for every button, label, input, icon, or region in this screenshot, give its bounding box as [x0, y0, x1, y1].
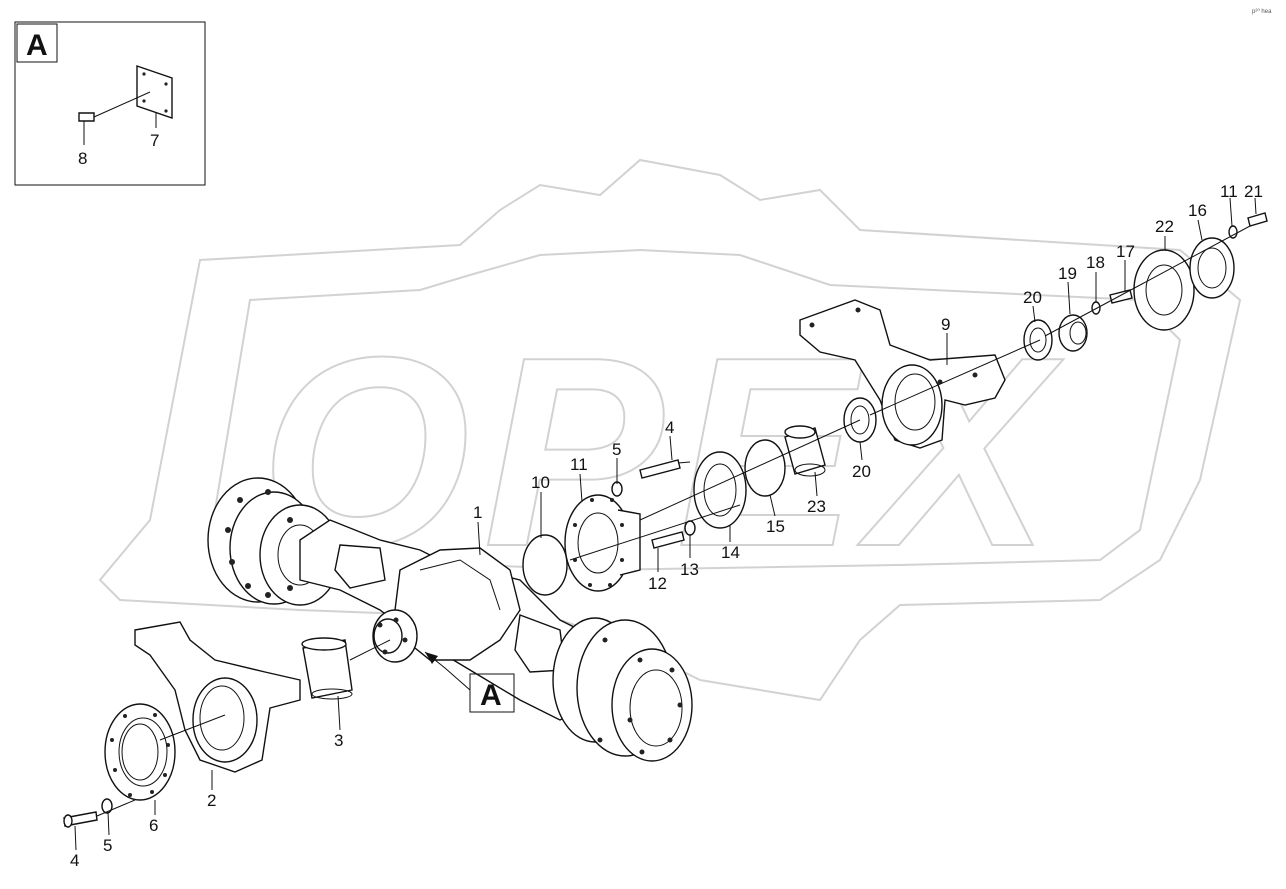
bolt-21 — [1228, 212, 1268, 239]
flange-11 — [564, 494, 641, 592]
corner-code: p²⁰ hea — [1252, 8, 1272, 15]
seal-16 — [1189, 237, 1235, 299]
callout-a: A — [424, 651, 515, 713]
bolt-4-right — [611, 459, 681, 497]
o-ring-10 — [522, 534, 568, 596]
label-15: 15 — [766, 517, 785, 536]
seal-ring-6 — [104, 703, 176, 801]
label-11-middle: 11 — [570, 455, 588, 474]
label-21: 21 — [1244, 182, 1263, 201]
label-12: 12 — [648, 574, 667, 593]
label-4-right: 4 — [665, 418, 674, 437]
label-1: 1 — [473, 503, 482, 522]
label-2: 2 — [207, 791, 216, 810]
label-9: 9 — [941, 315, 950, 334]
label-13: 13 — [680, 560, 699, 579]
bolt-12 — [651, 520, 696, 549]
label-14: 14 — [721, 543, 740, 562]
label-4-left: 4 — [70, 851, 79, 870]
label-11-right: 11 — [1220, 182, 1238, 201]
axle-housing — [299, 519, 601, 721]
bracket-plate — [136, 65, 173, 119]
label-5-left: 5 — [103, 836, 112, 855]
bolt-17 — [1091, 289, 1133, 315]
label-6: 6 — [149, 816, 158, 835]
shim-20-right — [1023, 319, 1053, 361]
label-5-right: 5 — [612, 440, 621, 459]
label-19: 19 — [1058, 264, 1077, 283]
label-16: 16 — [1188, 201, 1207, 220]
left-bracket — [134, 621, 301, 773]
plate-22 — [1133, 249, 1195, 331]
label-17: 17 — [1116, 242, 1135, 261]
bushing-3 — [301, 637, 353, 700]
pinion-flange — [372, 609, 418, 663]
gasket-14 — [693, 451, 747, 529]
bolt-8-inset — [78, 112, 95, 122]
label-10: 10 — [531, 473, 550, 492]
callout-a-label: A — [480, 679, 502, 712]
inset-label: A — [26, 29, 48, 62]
label-7: 7 — [150, 131, 159, 150]
label-8: 8 — [78, 149, 87, 168]
bushing-23 — [784, 425, 826, 477]
label-3: 3 — [334, 731, 343, 750]
callout-labels: 1 2 3 4 4 5 5 6 7 8 9 10 11 11 12 13 14 … — [70, 131, 1263, 870]
label-20-right: 20 — [1023, 288, 1042, 307]
bolt-4-left — [63, 798, 136, 828]
label-22: 22 — [1155, 217, 1174, 236]
right-bracket — [799, 299, 1006, 449]
label-18: 18 — [1086, 253, 1105, 272]
label-leaders — [74, 197, 1257, 851]
right-wheel-hub — [552, 617, 693, 762]
label-23: 23 — [807, 497, 826, 516]
o-ring-15 — [744, 439, 786, 497]
label-20-left: 20 — [852, 462, 871, 481]
assembly-axis-lines — [159, 225, 1251, 741]
cap-19 — [1058, 314, 1088, 352]
inset-detail-a: A — [14, 21, 206, 186]
